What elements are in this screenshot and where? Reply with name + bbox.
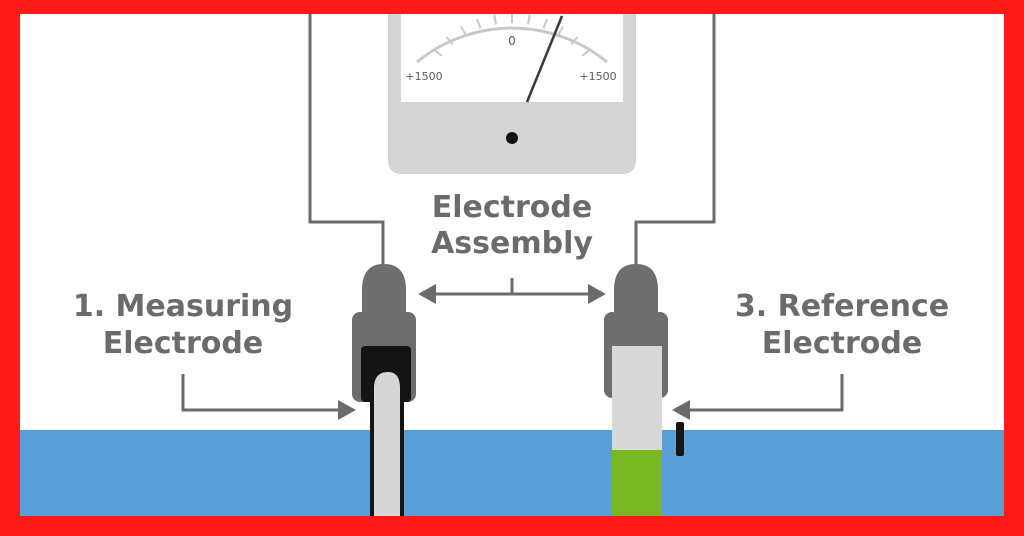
arrow-left-head [418,284,436,304]
scale-left-label: +1500 [405,70,442,83]
meter-pivot [506,132,518,144]
water-solution [20,430,1004,516]
meter-scale-tick [526,14,531,25]
frame-top [0,0,1024,14]
meter-scale-tick [433,48,443,57]
measuring-wire [308,14,385,272]
reference-label-line1: 3. Reference [735,289,949,324]
assembly-double-arrow [418,278,606,304]
meter-scale-tick [557,26,564,36]
reference-label-line2: Electrode [762,326,922,361]
frame-bottom [0,516,1024,536]
measuring-electrode [352,264,416,520]
reference-junction [676,422,684,456]
meter-scale-ticks [433,13,591,57]
meter-scale-tick [445,36,454,46]
assembly-label-line1: Electrode [432,190,592,225]
reference-electrode-fill [612,450,662,520]
scale-center-label: 0 [508,34,516,48]
assembly-label-line2: Assembly [431,226,593,261]
frame-left [0,0,20,536]
arrow-right-head [588,284,606,304]
reference-pointer-arrow [672,374,844,420]
meter-scale-tick [476,18,482,29]
measuring-label-line1: 1. Measuring [73,289,293,324]
measuring-label-line2: Electrode [103,326,263,361]
meter-scale-tick [570,36,579,46]
measuring-electrode-cap [362,264,406,316]
measuring-electrode-shaft [374,372,400,520]
meter-scale-tick [581,48,591,57]
meter-scale-tick [460,26,467,36]
scale-right-label: +1500 [579,70,616,83]
frame-right [1004,0,1024,536]
reference-electrode-cap [614,264,658,316]
voltmeter: 0 +1500 +1500 [388,13,636,174]
reference-wire [634,14,716,272]
reference-electrode-body [612,346,662,450]
measuring-pointer-arrow [181,374,356,420]
reference-electrode [604,264,684,520]
meter-scale-arc [416,26,608,64]
meter-scale-tick [493,14,498,25]
meter-needle [525,15,564,103]
meter-scale-tick [542,18,548,29]
